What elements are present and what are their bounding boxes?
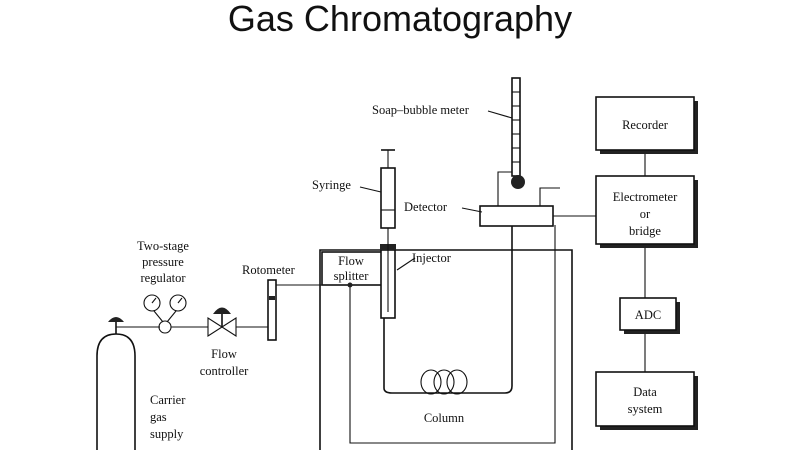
label-two-stage: Two-stage [137, 239, 189, 253]
injector-pointer [396, 257, 416, 271]
label-recorder: Recorder [622, 118, 669, 132]
syringe-icon [380, 149, 396, 244]
soap-meter-pointer [487, 110, 513, 119]
cylinder-valve-icon [108, 317, 124, 334]
oven-inner-return [349, 225, 556, 444]
label-flow-splitter-splitter: splitter [334, 269, 370, 283]
label-rotometer: Rotometer [242, 263, 296, 277]
label-electrometer: Electrometer [613, 190, 678, 204]
label-carrier: Carrier [150, 393, 186, 407]
page-title: Gas Chromatography [227, 0, 573, 39]
label-supply: supply [150, 427, 184, 441]
label-electrometer-or: or [640, 207, 651, 221]
label-electrometer-bridge: bridge [629, 224, 661, 238]
label-regulator: regulator [140, 271, 186, 285]
oven-outline [319, 249, 573, 450]
data-system-box [595, 371, 695, 427]
flow-controller-valve-icon [207, 307, 237, 338]
label-detector: Detector [404, 200, 448, 214]
label-flow-controller-flow: Flow [211, 347, 237, 361]
label-gas: gas [150, 410, 167, 424]
label-syringe: Syringe [312, 178, 351, 192]
label-data: Data [633, 385, 657, 399]
detector-outlet [539, 187, 560, 206]
recorder-box [595, 96, 695, 151]
label-system: system [628, 402, 663, 416]
label-column: Column [424, 411, 465, 425]
label-flow-controller-controller: controller [200, 364, 249, 378]
detector-block [479, 205, 554, 227]
syringe-pointer [359, 186, 382, 193]
label-injector: Injector [412, 251, 452, 265]
electrometer-box [595, 175, 695, 245]
label-soap-bubble-meter: Soap–bubble meter [372, 103, 470, 117]
gas-cylinder [96, 333, 136, 450]
detector-pointer [461, 207, 483, 213]
pressure-regulator-icon [143, 294, 187, 334]
soap-bubble-meter [511, 77, 525, 189]
label-adc: ADC [635, 308, 661, 322]
adc-box [619, 297, 677, 331]
splitter-junction [347, 282, 353, 288]
label-pressure: pressure [142, 255, 184, 269]
label-flow-splitter-flow: Flow [338, 254, 364, 268]
rotometer-icon [267, 279, 277, 341]
column-coil [420, 369, 468, 395]
